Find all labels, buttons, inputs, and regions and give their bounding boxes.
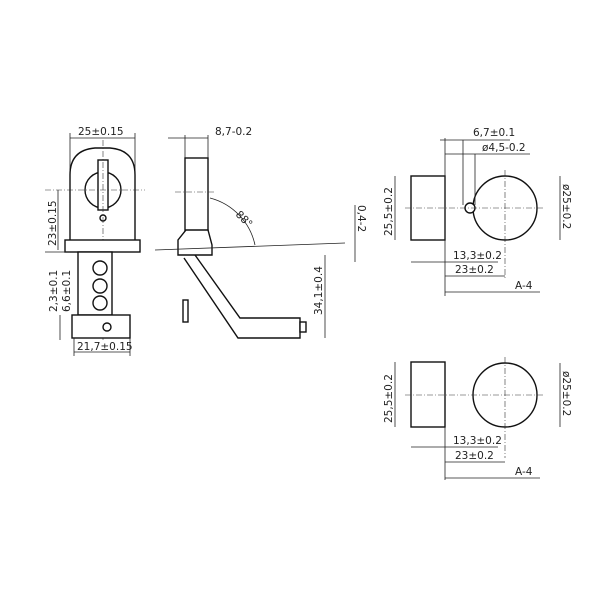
base-width-dim: 21,7±0.15 xyxy=(77,341,133,353)
side-depth-dim: 8,7-0.2 xyxy=(215,126,252,138)
br-gap-dim: 13,3±0.2 xyxy=(453,435,502,447)
front-height-dim: 23±0.15 xyxy=(47,200,59,246)
side-body xyxy=(184,157,209,234)
tr-a-dim: A-4 xyxy=(515,280,533,292)
bottom-right-view: 25,5±0.2 ø25±0.2 13,3±0.2 23±0.2 A-4 xyxy=(383,357,572,480)
base xyxy=(71,314,131,339)
pin xyxy=(182,299,189,323)
tr-diameter-dim: ø25±0.2 xyxy=(560,184,572,229)
side-height-dim: 34,1±0.4 xyxy=(313,266,325,315)
br-height-dim: 25,5±0.2 xyxy=(383,374,395,423)
br-center-dim: 23±0.2 xyxy=(455,450,494,462)
stem-dim: 6,6±0.1 xyxy=(61,270,73,312)
hole-dim: ø4,5-0.2 xyxy=(482,142,526,154)
br-a-dim: A-4 xyxy=(515,466,533,478)
offset-dim: 6,7±0.1 xyxy=(473,127,515,139)
front-width-dim: 25±0.15 xyxy=(78,126,124,138)
tr-center-dim: 23±0.2 xyxy=(455,264,494,276)
br-diameter-dim: ø25±0.2 xyxy=(560,371,572,416)
side-view: 8,7-0.2 88° 34,1±0.4 0,4-2 xyxy=(154,126,367,339)
flange xyxy=(64,239,141,253)
socket-body xyxy=(69,147,136,240)
top-right-view: 25,5±0.2 ø25±0.2 6,7±0.1 ø4,5-0.2 13,3±0… xyxy=(383,127,572,296)
flange-dim: 2,3±0.1 xyxy=(48,270,60,312)
tr-height-dim: 25,5±0.2 xyxy=(383,187,395,236)
front-view: 25±0.15 23±0.15 2,3±0.1 6,6±0.1 21,7±0.1… xyxy=(45,126,145,356)
plate-dim: 0,4-2 xyxy=(355,205,367,232)
tr-gap-dim: 13,3±0.2 xyxy=(453,250,502,262)
